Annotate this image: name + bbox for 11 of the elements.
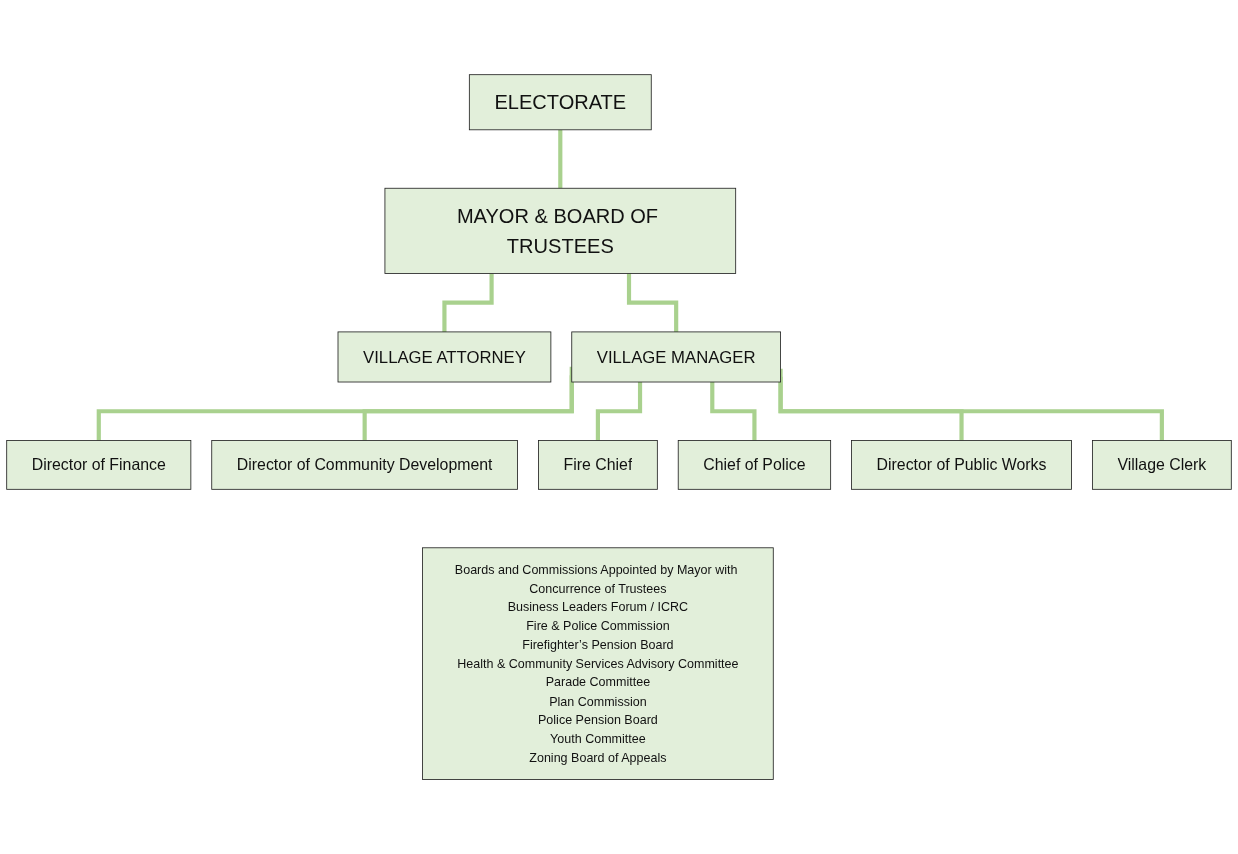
node-box: MAYOR & BOARD OF TRUSTEES bbox=[384, 187, 737, 274]
node-box: Village Clerk bbox=[1092, 439, 1232, 490]
node-box: Boards and Commissions Appointed by Mayor with Concurrence of Trustees Business Leaders Forum / ICRC Fire & Police Commission Firefighter’s Pension Board Health & Community Services Advisory Committee Parade Committee Plan Commission Police Pension Board Youth Committee Zoning Board of Appeals bbox=[422, 547, 774, 780]
node-box: Fire Chief bbox=[538, 439, 658, 490]
node-box: ELECTORATE bbox=[468, 74, 652, 131]
node-box: Chief of Police bbox=[677, 439, 832, 490]
node-box: VILLAGE ATTORNEY bbox=[337, 331, 552, 383]
node-box: Director of Public Works bbox=[851, 439, 1072, 490]
node-box: VILLAGE MANAGER bbox=[571, 331, 781, 383]
node-box: Director of Finance bbox=[6, 439, 192, 490]
node-box: Director of Community Development bbox=[211, 439, 518, 490]
